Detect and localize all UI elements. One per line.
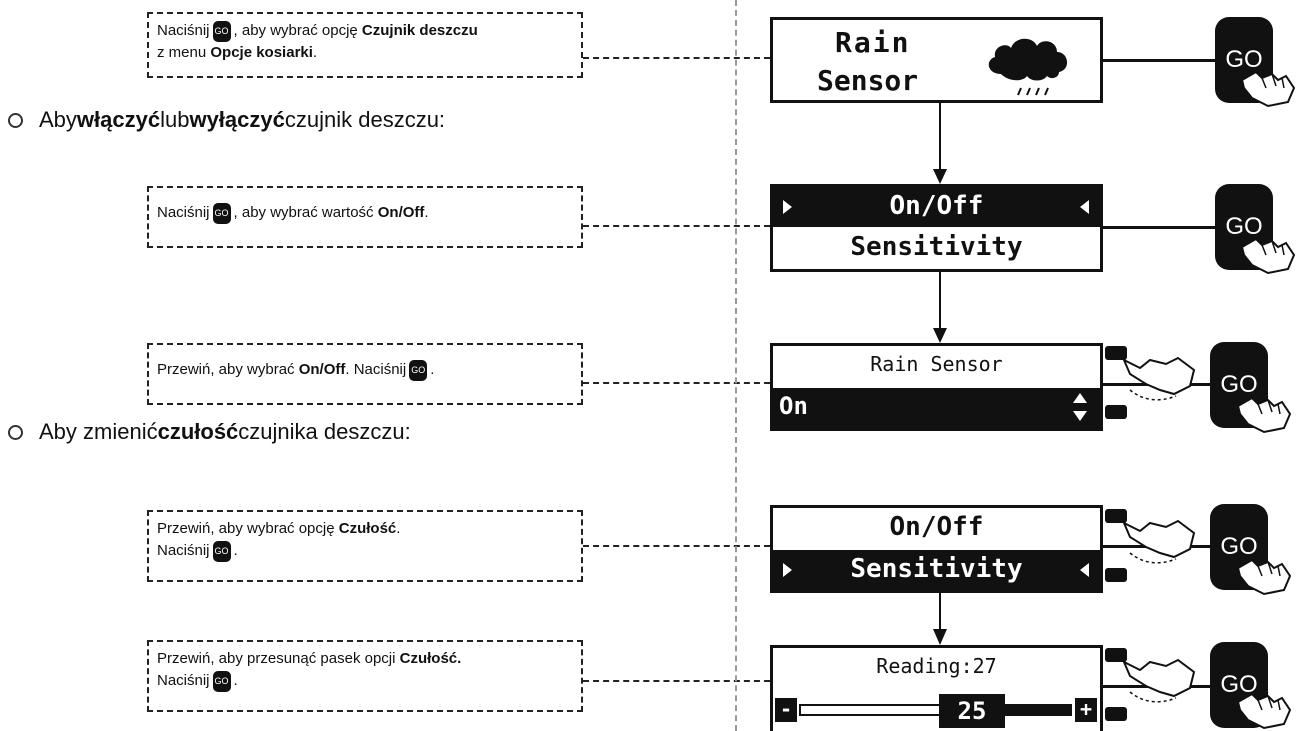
flow-arrow-icon bbox=[933, 593, 947, 645]
step-note-sensitivity-bar: Przewiń, aby przesunąć pasek opcji Czuło… bbox=[147, 640, 583, 712]
hand-pointer-icon bbox=[1236, 396, 1292, 434]
connector-line bbox=[583, 545, 770, 547]
right-triangle-icon bbox=[783, 200, 792, 214]
menu-item-sensitivity: Sensitivity bbox=[850, 232, 1023, 262]
lcd-line-2: Sensor bbox=[817, 64, 919, 97]
flow-arrow-icon bbox=[933, 272, 947, 343]
arrow-down-button-icon[interactable] bbox=[1105, 707, 1127, 721]
link-line bbox=[1103, 226, 1215, 229]
go-badge-icon: GO bbox=[409, 359, 428, 381]
lcd-rain-sensor: Rain Sensor bbox=[770, 17, 1103, 103]
go-badge-icon: GO bbox=[212, 202, 231, 224]
connector-line bbox=[583, 382, 770, 384]
hand-pointer-icon bbox=[1236, 692, 1292, 730]
go-badge-icon: GO bbox=[212, 20, 231, 42]
hand-pointer-icon bbox=[1122, 356, 1196, 401]
bullet-circle-icon bbox=[8, 424, 23, 440]
bullet-toggle-rain-sensor: Aby włączyć lub wyłączyć czujnik deszczu… bbox=[8, 100, 445, 140]
left-triangle-icon bbox=[1080, 200, 1089, 214]
arrow-up-button-icon[interactable] bbox=[1105, 648, 1127, 662]
lcd-value: On bbox=[779, 392, 808, 420]
lcd-title: Rain Sensor bbox=[870, 352, 1003, 376]
sensitivity-value: 25 bbox=[939, 694, 1005, 728]
go-badge-icon: GO bbox=[212, 540, 231, 562]
arrow-down-button-icon[interactable] bbox=[1105, 405, 1127, 419]
step-note-sensitivity: Przewiń, aby wybrać opcję Czułość. Naciś… bbox=[147, 510, 583, 582]
down-triangle-icon bbox=[1073, 411, 1087, 421]
right-triangle-icon bbox=[783, 563, 792, 577]
flow-arrow-icon bbox=[933, 103, 947, 184]
minus-icon: - bbox=[775, 698, 797, 722]
menu-item-on-off: On/Off bbox=[889, 512, 984, 542]
lcd-menu-sensitivity: On/Off Sensitivity bbox=[770, 505, 1103, 593]
plus-icon: + bbox=[1075, 698, 1097, 722]
lcd-menu-on-off: On/Off Sensitivity bbox=[770, 184, 1103, 272]
hand-pointer-icon bbox=[1122, 519, 1196, 564]
left-triangle-icon bbox=[1080, 563, 1089, 577]
bullet-circle-icon bbox=[8, 112, 23, 128]
rain-cloud-icon bbox=[988, 38, 1068, 96]
hand-pointer-icon bbox=[1122, 658, 1196, 703]
lcd-sensitivity-bar: Reading:27 - 25 + bbox=[770, 645, 1103, 731]
link-line bbox=[1103, 59, 1215, 62]
column-divider bbox=[735, 0, 737, 731]
up-triangle-icon bbox=[1073, 393, 1087, 403]
arrow-down-button-icon[interactable] bbox=[1105, 568, 1127, 582]
go-badge-icon: GO bbox=[212, 670, 231, 692]
connector-line bbox=[583, 57, 770, 59]
go-button[interactable]: GO bbox=[1210, 504, 1268, 590]
connector-line bbox=[583, 225, 770, 227]
arrow-up-button-icon[interactable] bbox=[1105, 346, 1127, 360]
lcd-rain-sensor-value: Rain Sensor On bbox=[770, 343, 1103, 431]
hand-pointer-icon bbox=[1240, 237, 1296, 275]
lcd-line-1: Rain bbox=[835, 26, 911, 59]
lcd-selected-row bbox=[773, 187, 1100, 227]
menu-item-on-off: On/Off bbox=[889, 191, 984, 221]
menu-item-sensitivity: Sensitivity bbox=[850, 554, 1023, 584]
lcd-reading: Reading:27 bbox=[876, 654, 997, 678]
arrow-up-button-icon[interactable] bbox=[1105, 509, 1127, 523]
lcd-value-row bbox=[773, 388, 1100, 428]
connector-line bbox=[583, 680, 770, 682]
bullet-change-sensitivity: Aby zmienić czułość czujnika deszczu: bbox=[8, 412, 411, 452]
lcd-selected-row bbox=[773, 550, 1100, 590]
hand-pointer-icon bbox=[1240, 70, 1296, 108]
hand-pointer-icon bbox=[1236, 558, 1292, 596]
